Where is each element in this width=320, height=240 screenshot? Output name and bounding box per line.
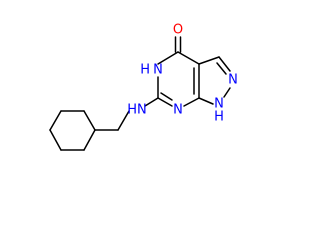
bonds [49,36,231,151]
bond-c3-n2-a [218,56,231,72]
atom-o-label: O [173,23,183,38]
bond-cy6-cy1 [83,129,96,151]
bond-cy4-cy5 [49,129,62,151]
atom-n5h-h-label: H [140,63,150,78]
atom-n1h: N H [214,97,224,125]
atom-n2-label: N [228,73,238,88]
atom-amine-nh: HN [127,103,147,118]
atom-n5h: H N [140,63,163,78]
bond-nh-ch2 [117,110,130,131]
bond-n1-c7a [198,97,214,105]
bond-n7-c7a [183,97,200,107]
bond-c4-n5 [157,51,179,65]
bond-c3a-c3 [198,56,220,65]
atom-n7-label: N [173,103,183,118]
atom-n5h-n-label: N [153,63,163,78]
atom-n7: N [173,103,183,118]
bond-c4-c3a [177,51,200,65]
molecule-structure: O H N N N H N HN [49,23,238,151]
atom-amine-nh-label: HN [127,103,147,118]
bond-c3-n2-b [216,62,227,75]
bond-c6-n7-b [160,92,173,101]
bond-cy1-cy2 [83,110,96,131]
atom-n2: N [228,73,238,88]
atom-o: O [173,23,183,38]
atom-labels: O H N N N H N HN [127,23,238,125]
bond-n2-n1 [223,87,231,98]
atom-n1h-n-label: N [214,97,224,112]
bond-c6-n7-a [157,97,173,107]
bond-cy3-cy4 [49,110,62,131]
atom-n1h-h-label: H [214,110,224,125]
bond-c6-nh [144,97,159,107]
